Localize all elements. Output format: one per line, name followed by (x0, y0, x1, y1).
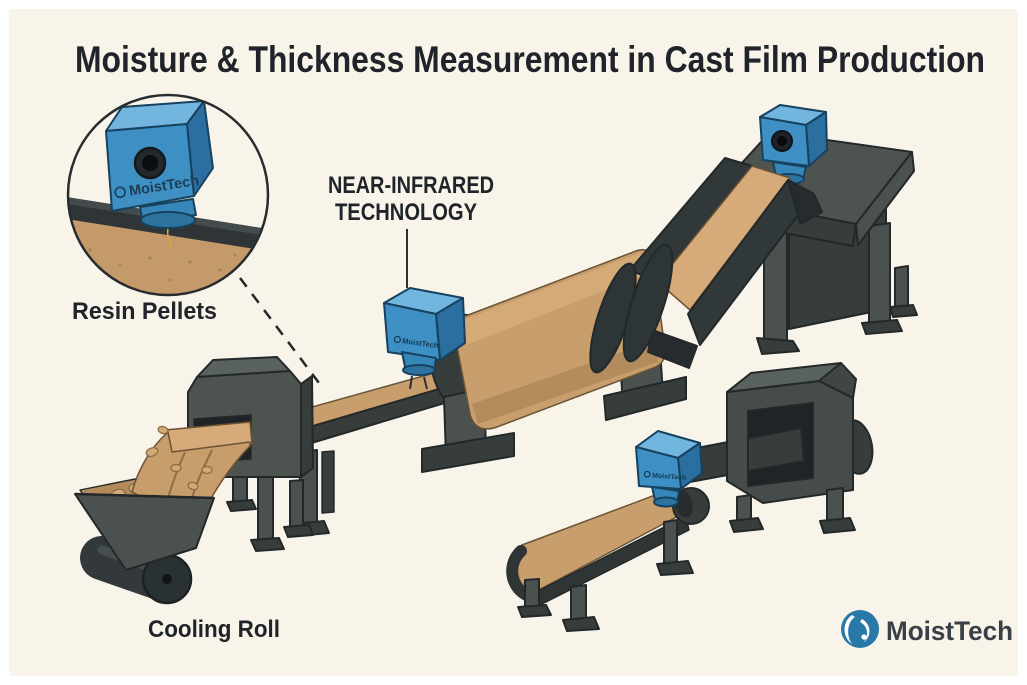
extruder-leg-front (257, 475, 274, 547)
extruder-foot (226, 499, 257, 512)
belt-foot (656, 560, 694, 576)
moisttech-logo: MoistTech (841, 610, 1013, 648)
extruder-side (300, 375, 314, 478)
winder-foot (729, 517, 764, 533)
logo-swirl-right (860, 619, 870, 642)
logo-text: MoistTech (886, 616, 1013, 646)
sensor-wire (166, 228, 172, 249)
roll-shading (458, 253, 658, 424)
sensor-brand-mini-text: MoistTech (652, 473, 687, 482)
sensor-brand-icon (114, 186, 126, 199)
roll-pedestal-right-base (603, 376, 687, 421)
sensor-lens-pupil (142, 155, 158, 171)
extruder-foot-back (283, 524, 314, 538)
winder-frame-corner (818, 362, 857, 399)
nir-label-line2: TECHNOLOGY (335, 199, 477, 226)
nir-label-line1: NEAR-INFRARED (328, 172, 494, 199)
falling-pellet (157, 425, 169, 435)
belt-foot (562, 616, 600, 632)
cooling-roll-label: Cooling Roll (148, 616, 280, 643)
sensor-mount-base (140, 211, 196, 229)
belt-surface (657, 165, 791, 311)
extruder-foot-front (250, 537, 285, 552)
roll-ring-outer (622, 243, 674, 363)
sensor-front-face (383, 302, 441, 361)
melt-flow-lines (167, 449, 213, 499)
roll-highlight (458, 253, 644, 345)
hopper-rim (74, 492, 215, 500)
sensor-probes (409, 375, 428, 390)
roll-pedestal-left-base (421, 432, 515, 473)
winder-sensor: MoistTech (635, 430, 703, 508)
nir-sensor-film: MoistTech NEAR-INFRARED TECHNOLOGY (328, 172, 494, 390)
table-leg-front-right (868, 222, 891, 333)
table-right-edge (855, 151, 915, 246)
roll-shadow (472, 340, 658, 424)
table-foot-back-right (889, 304, 918, 318)
sensor-mount-base (402, 364, 436, 376)
sensor-front-face (635, 446, 682, 490)
conveyor-leg-back (321, 450, 335, 514)
sensor-mount-base (653, 496, 679, 508)
inset-ring (66, 93, 270, 297)
logo-swirl-left (844, 615, 855, 644)
falling-pellet (145, 447, 159, 457)
inset-sensor: MoistTech (105, 100, 214, 249)
sensor-brand-mini: MoistTech (643, 470, 687, 482)
winder-assembly: MoistTech (506, 362, 874, 632)
winder-foot (819, 517, 856, 534)
sensor-brand-mini-icon (393, 335, 401, 344)
sensor-lens-pupil (777, 136, 787, 146)
belt-foot (517, 604, 552, 618)
cooling-roll-hub (162, 574, 172, 584)
inset-callout-line (227, 261, 323, 388)
hopper-assembly (74, 421, 253, 571)
logo-swirl-dot (861, 634, 867, 640)
sensor-brand-mini-icon (643, 470, 651, 478)
incline-belt (589, 157, 823, 374)
table-foot-front-left (756, 337, 800, 355)
inset-detail: MoistTech (66, 93, 270, 297)
table-foot-front-right (861, 319, 903, 335)
diagram-title: Moisture & Thickness Measurement in Cast… (75, 39, 985, 80)
belt-edge-curl (787, 179, 823, 225)
belt-underwrap (647, 329, 698, 369)
resin-pellets-label: Resin Pellets (72, 298, 217, 325)
